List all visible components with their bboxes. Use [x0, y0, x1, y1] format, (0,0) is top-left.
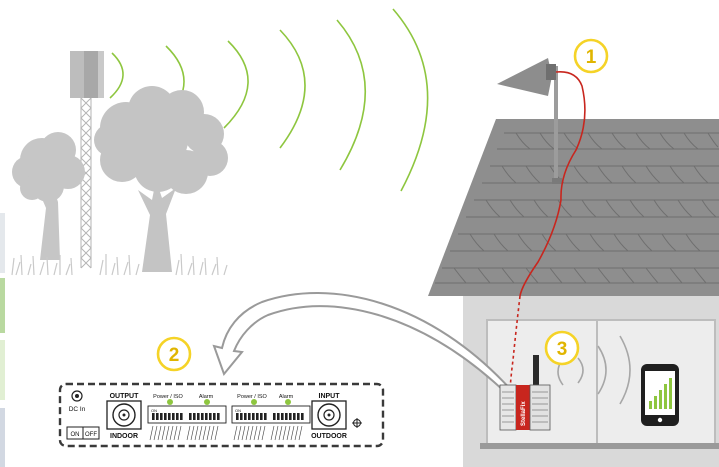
- booster-panel: DC In ON OFF OUTPUT INDOOR Power / ISO A…: [58, 382, 385, 448]
- power-iso-label-1: Power / ISO: [153, 394, 183, 400]
- tree-icon: [12, 132, 85, 260]
- cell-tower-icon: [70, 51, 104, 269]
- ground-symbol-icon: [352, 418, 362, 428]
- curved-arrow-icon: [212, 292, 516, 393]
- outdoor-label: OUTDOOR: [311, 433, 347, 440]
- alarm-led-1: [204, 399, 210, 405]
- left-edge-strip: [0, 213, 5, 467]
- marker-2-label: 2: [169, 345, 180, 366]
- marker-1: 1: [573, 38, 609, 74]
- indoor-label: INDOOR: [110, 433, 138, 440]
- dip-on-label-1: ON: [151, 408, 157, 413]
- marker-2: 2: [156, 336, 192, 372]
- marker-3: 3: [544, 330, 580, 366]
- power-iso-label-2: Power / ISO: [237, 394, 267, 400]
- input-label: INPUT: [319, 393, 341, 400]
- dip-on-label-2: ON: [235, 408, 241, 413]
- on-label: ON: [71, 432, 80, 438]
- alarm-led-2: [285, 399, 291, 405]
- power-led-1: [167, 399, 173, 405]
- output-label: OUTPUT: [110, 393, 140, 400]
- marker-1-label: 1: [586, 47, 597, 68]
- dc-in-label: DC In: [69, 406, 86, 413]
- tree-icon: [94, 86, 228, 272]
- yagi-antenna-icon: [497, 58, 562, 184]
- grass: [11, 253, 228, 276]
- radio-waves: [109, 8, 429, 192]
- marker-3-label: 3: [557, 339, 568, 360]
- signal-booster-icon: StellaFix: [499, 355, 551, 431]
- alarm-label-2: Alarm: [279, 394, 294, 400]
- power-led-2: [251, 399, 257, 405]
- off-label: OFF: [85, 432, 97, 438]
- smartphone-icon: [641, 364, 679, 426]
- booster-brand: StellaFix: [521, 401, 527, 426]
- coax-cable: [509, 70, 586, 391]
- alarm-label-1: Alarm: [199, 394, 214, 400]
